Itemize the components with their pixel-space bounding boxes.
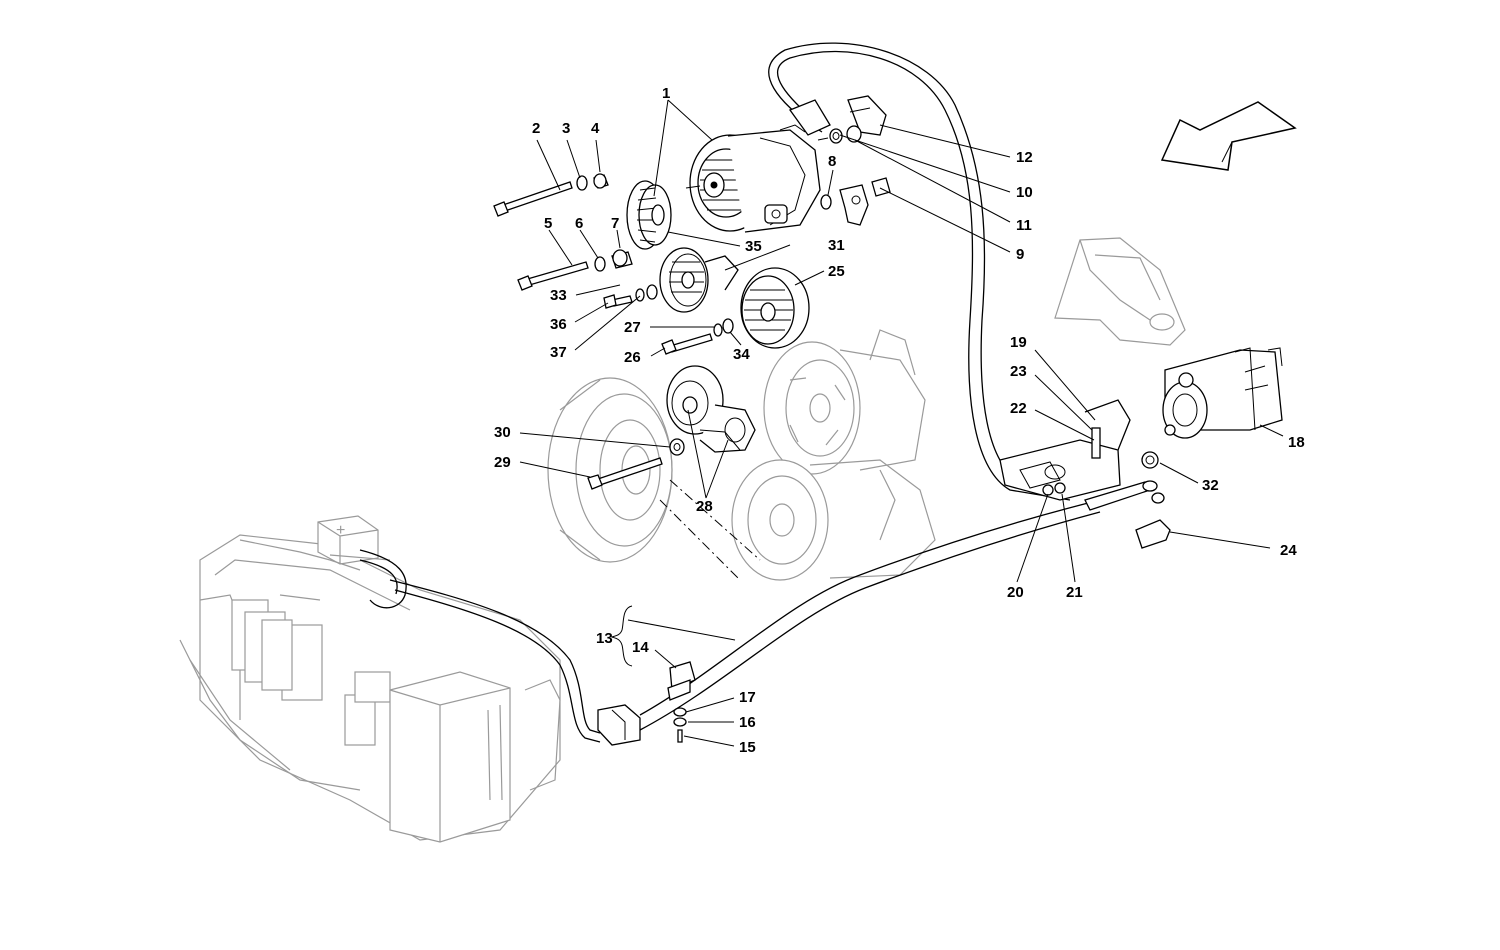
fuse-box-assembly: + [179, 515, 561, 843]
callout-3: 3 [562, 120, 570, 137]
direction-arrow-icon [1160, 101, 1297, 171]
main-cable [359, 480, 1158, 746]
callout-22: 22 [1010, 400, 1027, 417]
callout-18: 18 [1288, 434, 1305, 451]
callout-labels: 1 2 3 4 5 6 7 8 9 10 11 12 13 14 15 16 1… [494, 85, 1305, 756]
callout-6: 6 [575, 215, 583, 232]
engine-mount-grey [1054, 237, 1186, 346]
callout-15: 15 [739, 739, 756, 756]
callout-8: 8 [828, 153, 836, 170]
callout-20: 20 [1007, 584, 1024, 601]
callout-26: 26 [624, 349, 641, 366]
callout-24: 24 [1280, 542, 1297, 559]
callout-37: 37 [550, 344, 567, 361]
callout-5: 5 [544, 215, 552, 232]
callout-16: 16 [739, 714, 756, 731]
callout-35: 35 [745, 238, 762, 255]
leader-lines [519, 99, 1284, 747]
alternator-cable-loop [768, 42, 1071, 501]
callout-1: 1 [662, 85, 670, 102]
callout-33: 33 [550, 287, 567, 304]
idler-pulley [740, 267, 810, 349]
alternator [685, 124, 821, 233]
positive-terminal-symbol: + [336, 522, 345, 539]
callout-12: 12 [1016, 149, 1033, 166]
callout-17: 17 [739, 689, 756, 706]
starter-bracket [999, 399, 1131, 501]
starter-terminal-parts [1042, 451, 1171, 549]
callout-11: 11 [1016, 217, 1032, 234]
callout-29: 29 [494, 454, 511, 471]
callout-2: 2 [532, 120, 540, 137]
callout-27: 27 [624, 319, 641, 336]
callout-36: 36 [550, 316, 567, 333]
callout-7: 7 [611, 215, 619, 232]
callout-32: 32 [1202, 477, 1219, 494]
engine-background [547, 329, 936, 581]
callout-28: 28 [696, 498, 713, 515]
callout-31: 31 [828, 237, 845, 254]
callout-21: 21 [1066, 584, 1083, 601]
callout-19: 19 [1010, 334, 1027, 351]
alternator-bracket [839, 184, 869, 226]
callout-4: 4 [591, 120, 600, 137]
callout-14: 14 [632, 639, 649, 656]
callout-13: 13 [596, 630, 613, 647]
tensioner-pulley [659, 247, 739, 313]
callout-10: 10 [1016, 184, 1033, 201]
belt-tensioner [666, 365, 756, 453]
cable-terminal-parts [817, 95, 887, 144]
callout-30: 30 [494, 424, 511, 441]
starter-motor [1162, 347, 1283, 439]
alternator-pulley [626, 180, 672, 250]
callout-25: 25 [828, 263, 845, 280]
callout-9: 9 [1016, 246, 1024, 263]
callout-34: 34 [733, 346, 750, 363]
fasteners [493, 173, 891, 743]
callout-23: 23 [1010, 363, 1027, 380]
